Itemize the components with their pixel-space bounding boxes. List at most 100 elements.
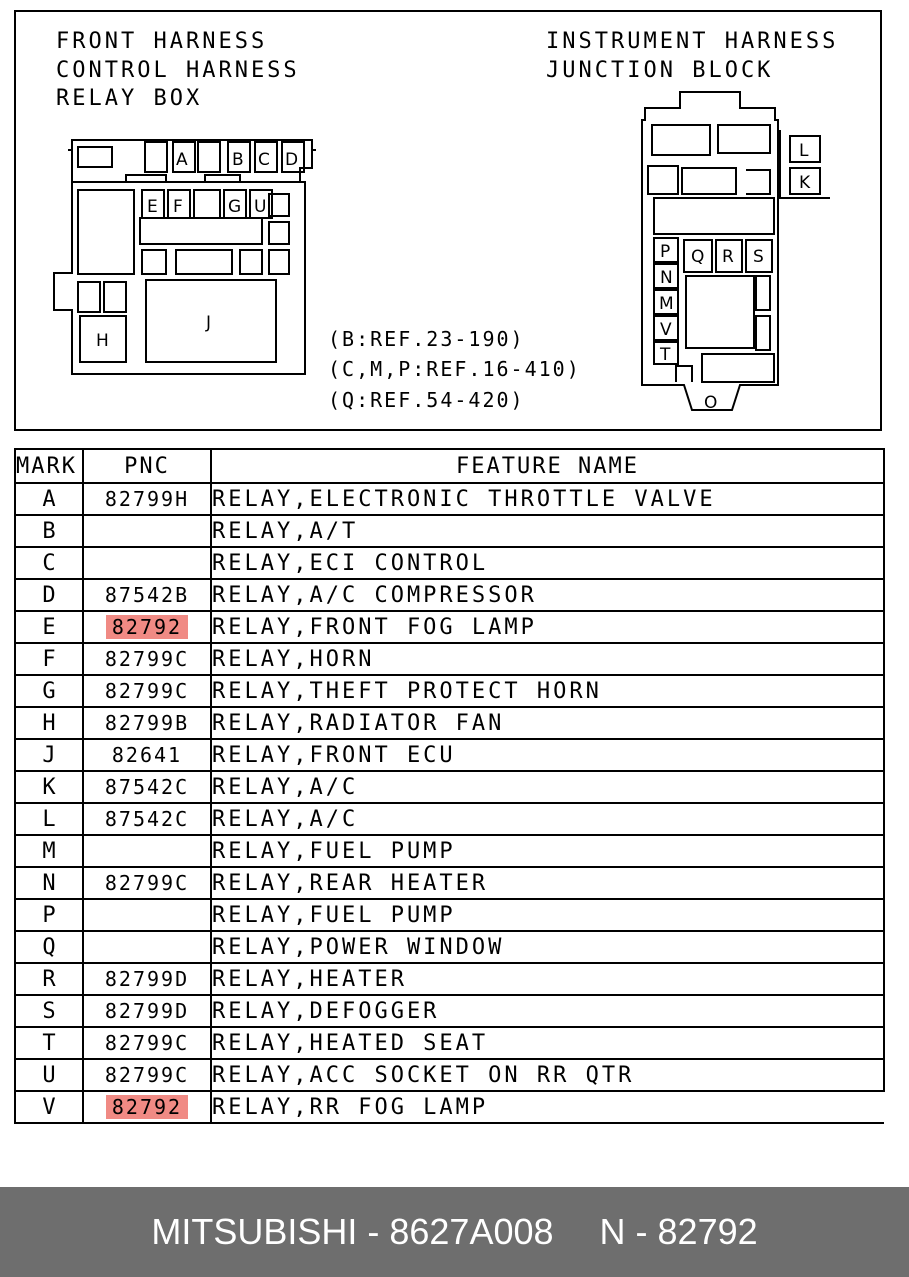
label-D: D	[285, 150, 298, 170]
row-mark: C	[14, 546, 84, 580]
row-mark: H	[14, 706, 84, 740]
row-pnc-value: 82799C	[104, 871, 190, 895]
ref-B: (B:REF.23-190)	[328, 327, 525, 351]
label-P: P	[660, 242, 670, 262]
label-Q: Q	[691, 247, 704, 267]
relay-location-diagram: FRONT HARNESS CONTROL HARNESS RELAY BOX …	[53, 29, 838, 413]
row-pnc: 82792	[82, 1090, 212, 1124]
row-pnc	[82, 930, 212, 964]
diagram-frame	[14, 10, 882, 431]
table-row: T 82799C RELAY,HEATED SEAT	[14, 1026, 885, 1060]
row-pnc: 82799C	[82, 642, 212, 676]
row-pnc	[82, 514, 212, 548]
left-title-line-2: CONTROL HARNESS	[56, 58, 300, 83]
row-mark: T	[14, 1026, 84, 1060]
row-pnc	[82, 898, 212, 932]
row-pnc-value: 87542B	[104, 583, 190, 607]
row-mark: D	[14, 578, 84, 612]
row-pnc-value: 82799C	[104, 679, 190, 703]
row-feature: RELAY,HEATED SEAT	[210, 1026, 885, 1060]
row-pnc-value: 87542C	[104, 807, 190, 831]
row-mark: M	[14, 834, 84, 868]
label-R: R	[722, 247, 734, 267]
row-pnc-highlighted: 82792	[105, 1095, 189, 1119]
row-mark: J	[14, 738, 84, 772]
row-feature: RELAY,REAR HEATER	[210, 866, 885, 900]
label-A: A	[176, 150, 188, 170]
row-pnc-value: 82799C	[104, 647, 190, 671]
row-pnc: 82641	[82, 738, 212, 772]
row-pnc-value: 82799C	[104, 1031, 190, 1055]
label-K: K	[799, 173, 811, 193]
row-feature: RELAY,A/T	[210, 514, 885, 548]
label-N: N	[660, 268, 673, 288]
row-pnc-value: 82799H	[104, 487, 190, 511]
left-relay-labels: A B C D E F G U H J	[79, 141, 305, 363]
footer-pnc-reference: N - 82792	[599, 1211, 758, 1252]
row-pnc: 82799B	[82, 706, 212, 740]
row-mark: V	[14, 1090, 84, 1124]
table-row: B RELAY,A/T	[14, 514, 885, 548]
row-feature: RELAY,THEFT PROTECT HORN	[210, 674, 885, 708]
row-feature: RELAY,ELECTRONIC THROTTLE VALVE	[210, 482, 885, 516]
row-feature: RELAY,A/C COMPRESSOR	[210, 578, 885, 612]
left-title-line-1: FRONT HARNESS	[56, 29, 267, 54]
table-row: S 82799D RELAY,DEFOGGER	[14, 994, 885, 1028]
row-mark: B	[14, 514, 84, 548]
row-pnc-value: 82641	[111, 743, 183, 767]
row-pnc: 82799C	[82, 1058, 212, 1092]
row-mark: P	[14, 898, 84, 932]
row-pnc-value: 82799D	[104, 999, 190, 1023]
header-pnc: PNC	[82, 448, 212, 484]
footer-bar: MITSUBISHI - 8627A008 N - 82792	[0, 1187, 909, 1277]
row-feature: RELAY,FUEL PUMP	[210, 834, 885, 868]
row-feature: RELAY,HORN	[210, 642, 885, 676]
row-feature: RELAY,A/C	[210, 802, 885, 836]
label-F: F	[173, 197, 183, 217]
header-mark: MARK	[14, 448, 84, 484]
label-L: L	[799, 141, 809, 161]
row-feature: RELAY,DEFOGGER	[210, 994, 885, 1028]
footer-part-number: MITSUBISHI - 8627A008	[151, 1211, 554, 1252]
right-relay-labels: L K P N M V T Q R S O	[653, 135, 821, 413]
row-mark: S	[14, 994, 84, 1028]
header-feature: FEATURE NAME	[210, 448, 885, 484]
row-pnc: 82792	[82, 610, 212, 644]
row-mark: U	[14, 1058, 84, 1092]
table-row: A 82799H RELAY,ELECTRONIC THROTTLE VALVE	[14, 482, 885, 516]
label-V: V	[660, 320, 672, 340]
row-pnc: 87542C	[82, 770, 212, 804]
row-pnc-value: 82799B	[104, 711, 190, 735]
label-B: B	[232, 150, 244, 170]
label-T: T	[659, 345, 671, 365]
instrument-junction-block	[641, 91, 830, 411]
label-S: S	[753, 247, 764, 267]
right-title-line-1: INSTRUMENT HARNESS	[546, 29, 838, 54]
label-J: J	[205, 313, 211, 333]
row-mark: N	[14, 866, 84, 900]
row-mark: L	[14, 802, 84, 836]
label-O: O	[704, 393, 717, 413]
row-pnc-value: 82799D	[104, 967, 190, 991]
ref-CMP: (C,M,P:REF.16-410)	[328, 357, 581, 381]
table-row: N 82799C RELAY,REAR HEATER	[14, 866, 885, 900]
row-feature: RELAY,POWER WINDOW	[210, 930, 885, 964]
row-mark: A	[14, 482, 84, 516]
row-pnc	[82, 834, 212, 868]
right-title-line-2: JUNCTION BLOCK	[546, 58, 773, 83]
row-pnc: 82799D	[82, 994, 212, 1028]
left-title-line-3: RELAY BOX	[56, 86, 202, 111]
row-pnc	[82, 546, 212, 580]
row-feature: RELAY,FRONT ECU	[210, 738, 885, 772]
